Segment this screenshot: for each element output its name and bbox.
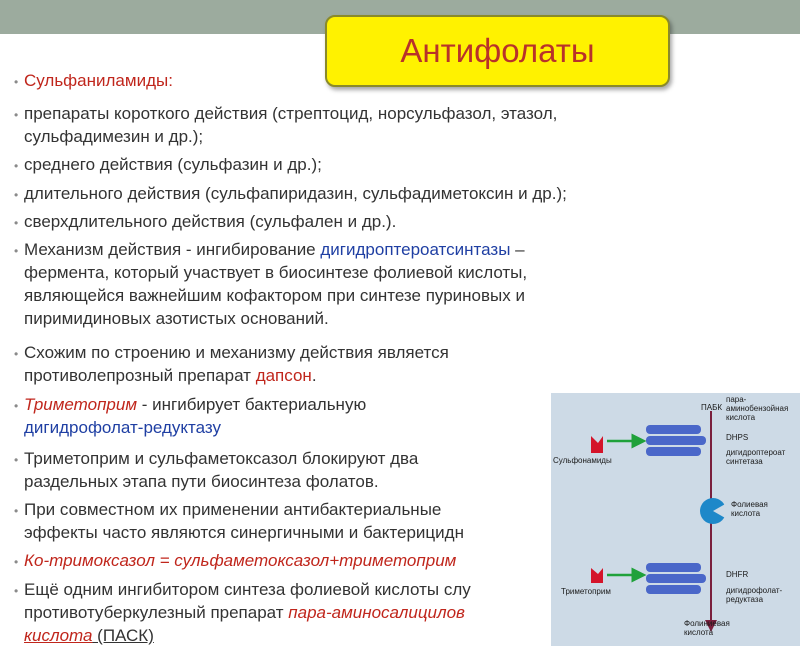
label-paba-1: пара- xyxy=(726,395,747,404)
pathway-graphic xyxy=(591,411,727,632)
text-line: препараты короткого действия (стрептоцид… xyxy=(24,104,558,123)
dhfr-enzyme-icon xyxy=(646,563,706,594)
label-paba-2: аминобензойная xyxy=(726,404,789,413)
drug-name: кислота xyxy=(24,626,93,645)
bullet: • xyxy=(14,453,19,467)
text-line: сверхдлительного действия (сульфален и д… xyxy=(24,212,397,231)
bullet: • xyxy=(14,159,19,173)
bullet: • xyxy=(14,399,19,413)
drug-name: Триметоприм xyxy=(24,395,137,414)
label-pabk: ПАБК xyxy=(701,403,722,412)
bullet: • xyxy=(14,216,19,230)
text-line: раздельных этапа пути биосинтеза фолатов… xyxy=(24,472,379,491)
text-segment: Механизм действия - ингибирование xyxy=(24,240,321,259)
text-line: Триметоприм - ингибирует бактериальную xyxy=(24,394,366,416)
text-segment: противотуберкулезный препарат xyxy=(24,603,289,622)
text-line: При совместном их применении антибактери… xyxy=(24,500,442,519)
label-sulfonamides: Сульфонамиды xyxy=(553,456,612,465)
bullet: • xyxy=(14,504,19,518)
label-folic-2: кислота xyxy=(731,509,761,518)
text-line: длительного действия (сульфапиридазин, с… xyxy=(24,184,567,203)
label-dhps: DHPS xyxy=(726,433,749,442)
bullet: • xyxy=(14,108,19,122)
label-folic-1: Фолиевая xyxy=(731,500,768,509)
slide-title: Антифолаты xyxy=(400,32,595,69)
text-line: кислота (ПАСК) xyxy=(24,625,154,647)
label-dhps-name-2: синтетаза xyxy=(726,457,763,466)
text-segment: . xyxy=(311,366,317,385)
heading-sulfonamides: Сульфаниламиды: xyxy=(24,71,173,90)
label-dhfr-name-1: дигидрофолат- xyxy=(726,586,783,595)
dhps-enzyme-icon xyxy=(646,425,706,456)
text-segment: - ингибирует бактериальную xyxy=(137,395,367,414)
text-line: Ещё одним ингибитором синтеза фолиевой к… xyxy=(24,580,471,599)
bullet: • xyxy=(14,75,19,89)
enzyme-name: дигидрофолат-редуктазу xyxy=(24,418,222,437)
text-line: противолепрозный препарат дапсон. xyxy=(24,365,317,387)
text-segment: – xyxy=(510,240,525,259)
text-line: являющейся важнейшим кофактором при синт… xyxy=(24,286,525,305)
drug-name: дапсон xyxy=(255,366,312,385)
trimethoprim-inhibitor-icon xyxy=(591,568,603,583)
text-segment: (ПАСК) xyxy=(92,626,154,645)
text-line: Схожим по строению и механизму действия … xyxy=(24,343,449,362)
enzyme-name: дигидроптероатсинтазы xyxy=(320,240,511,259)
bullet: • xyxy=(14,188,19,202)
text-segment: противолепрозный препарат xyxy=(24,366,256,385)
text-line: среднего действия (сульфазин и др.); xyxy=(24,155,322,174)
formula-line: Ко-тримоксазол = сульфаметоксазол+тримет… xyxy=(24,551,457,570)
bullet: • xyxy=(14,347,19,361)
label-dhfr: DHFR xyxy=(726,570,749,579)
text-line: пиримидиновых азотистых оснований. xyxy=(24,309,329,328)
text-line: сульфадимезин и др.); xyxy=(24,127,204,146)
folate-pathway-diagram: ПАБК пара- аминобензойная кислота DHPS д… xyxy=(551,393,800,646)
label-paba-3: кислота xyxy=(726,413,756,422)
label-dhps-name-1: дигидроптероат xyxy=(726,448,786,457)
text-line: Триметоприм и сульфаметоксазол блокируют… xyxy=(24,449,419,468)
label-folinic-1: Фолиниевая xyxy=(684,619,730,628)
label-folinic-2: кислота xyxy=(684,628,714,637)
text-line: фермента, который участвует в биосинтезе… xyxy=(24,263,528,282)
label-trimethoprim: Триметоприм xyxy=(561,587,611,596)
bullet: • xyxy=(14,244,19,258)
text-line: Механизм действия - ингибирование дигидр… xyxy=(24,239,525,261)
bullet: • xyxy=(14,555,19,569)
text-line: противотуберкулезный препарат пара-амино… xyxy=(24,602,465,624)
drug-name: пара-аминосалицилов xyxy=(288,603,465,622)
bullet: • xyxy=(14,584,19,598)
label-dhfr-name-2: редуктаза xyxy=(726,595,764,604)
text-line: эффекты часто являются синергичными и ба… xyxy=(24,523,464,542)
slide-title-box: Антифолаты xyxy=(325,15,670,87)
sulfonamide-inhibitor-icon xyxy=(591,436,603,453)
